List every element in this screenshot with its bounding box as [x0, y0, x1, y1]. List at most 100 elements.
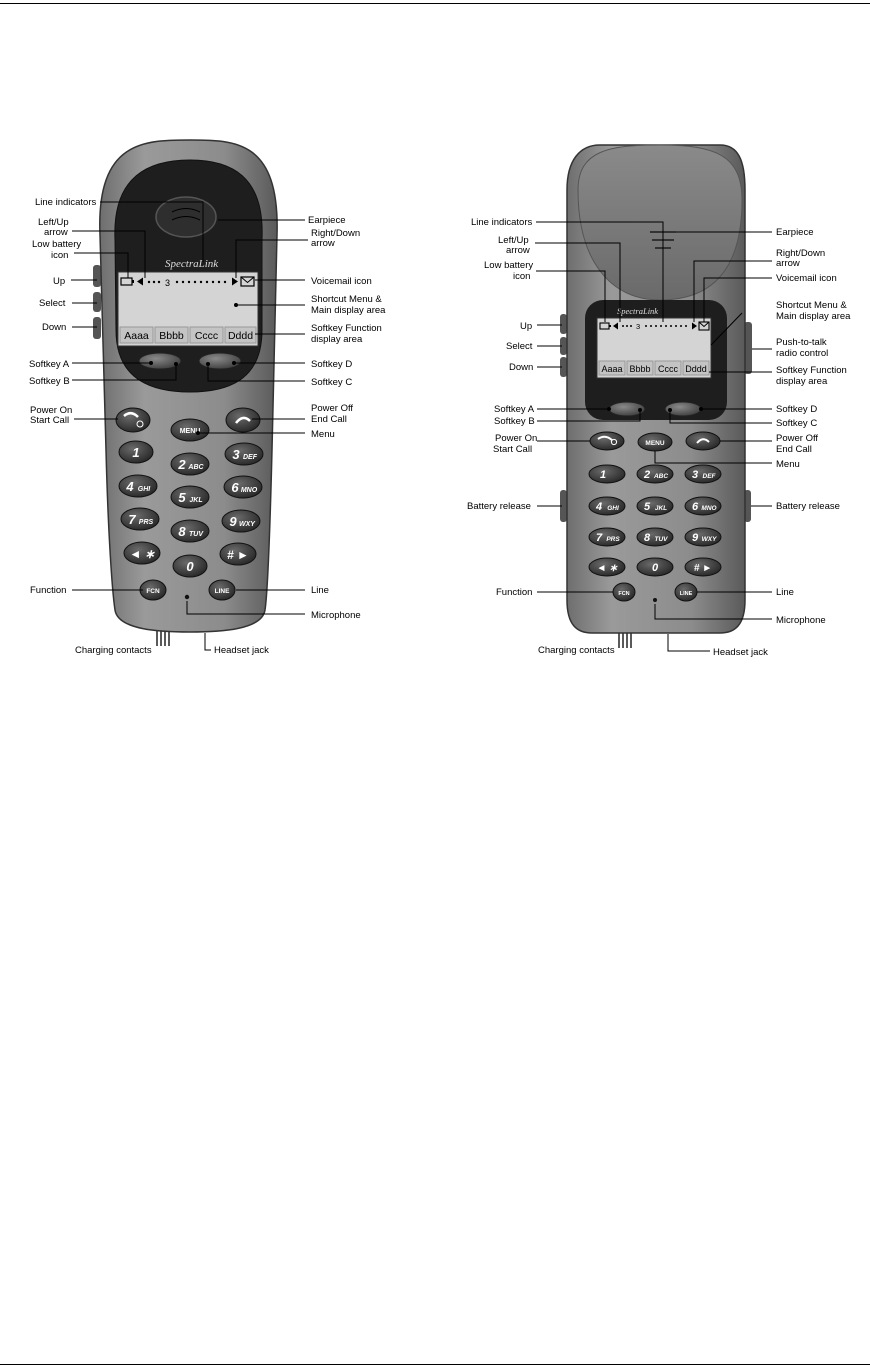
key-5-letters-2: JKL — [655, 505, 667, 512]
line-key[interactable] — [208, 579, 236, 601]
select-side-button[interactable] — [93, 292, 101, 312]
key-8-letters: TUV — [189, 531, 204, 538]
key-2-2[interactable] — [636, 464, 674, 484]
key-6[interactable] — [223, 475, 263, 499]
key-3-letters-2: DEF — [703, 473, 717, 480]
key-hash-2[interactable] — [684, 557, 722, 577]
key-hash[interactable] — [219, 542, 257, 566]
key-0-2[interactable] — [636, 557, 674, 577]
key-4-2[interactable] — [588, 496, 626, 516]
key-0-label-2: 0 — [652, 562, 659, 574]
key-2-letters-2: ABC — [653, 473, 668, 480]
down-side-button-2[interactable] — [560, 357, 567, 377]
label-low-battery-p2: Low battery — [484, 260, 533, 271]
top-rule — [0, 3, 870, 4]
power-on-button[interactable] — [115, 407, 151, 433]
label-power-on-p2: Power On — [495, 433, 537, 444]
phone-1: SpectraLink 3 Aaaa Bbbb Cccc Dddd — [29, 139, 386, 656]
key-8-2[interactable] — [636, 527, 674, 547]
select-side-button-2[interactable] — [560, 337, 567, 355]
label-power-off-2: End Call — [311, 414, 347, 425]
fcn-key-label: FCN — [146, 588, 160, 595]
label-softkey-a: Softkey A — [29, 359, 70, 370]
label-softkey-a-p2: Softkey A — [494, 404, 535, 415]
microphone-hole-1 — [184, 594, 190, 600]
key-9-letters-2: WXY — [702, 536, 717, 543]
key-6-2[interactable] — [684, 496, 722, 516]
key-8[interactable] — [170, 519, 210, 543]
lcd-status-row-1: 3 — [120, 276, 255, 288]
menu-button[interactable] — [170, 418, 210, 442]
power-off-button-2[interactable] — [685, 431, 721, 451]
key-9[interactable] — [221, 509, 261, 533]
label-down-p2: Down — [509, 362, 533, 373]
key-3-label-2: 3 — [692, 469, 698, 481]
softkey-label-d-2: Dddd — [685, 364, 707, 374]
label-left-up-arrow: Left/Up — [38, 217, 69, 228]
label-power-on: Power On — [30, 405, 72, 416]
softkey-left-button[interactable] — [138, 352, 182, 370]
key-3-label: 3 — [232, 447, 240, 462]
left-up-arrow-icon-2 — [613, 322, 618, 330]
label-shortcut-menu-2-p2: Main display area — [776, 311, 851, 322]
key-4-letters: GHI — [138, 486, 152, 493]
key-4-label: 4 — [125, 479, 134, 494]
label-headset-jack-p2: Headset jack — [713, 647, 768, 658]
key-1[interactable] — [118, 440, 154, 464]
label-softkey-function-2-p2: display area — [776, 376, 828, 387]
key-8-letters-2: TUV — [655, 536, 669, 543]
key-5[interactable] — [170, 485, 210, 509]
key-4-label-2: 4 — [595, 501, 602, 513]
label-softkey-b: Softkey B — [29, 376, 70, 387]
line-key-label: LINE — [215, 588, 230, 595]
key-9-label-2: 9 — [692, 532, 699, 544]
battery-release-left-button[interactable] — [560, 490, 567, 522]
key-1-2[interactable] — [588, 464, 626, 484]
label-softkey-d-p2: Softkey D — [776, 404, 817, 415]
label-headset-jack: Headset jack — [214, 645, 269, 656]
key-7-label-2: 7 — [596, 532, 603, 544]
callout-labels-1: Line indicators Left/Up arrow Low batter… — [29, 197, 386, 656]
label-select-p2: Select — [506, 341, 533, 352]
key-7-2[interactable] — [588, 527, 626, 547]
up-side-button-2[interactable] — [560, 314, 567, 334]
down-side-button[interactable] — [93, 317, 101, 339]
label-softkey-function-p2: Softkey Function — [776, 365, 847, 376]
key-5-2[interactable] — [636, 496, 674, 516]
label-left-up-arrow-2: arrow — [44, 227, 68, 238]
power-on-button-2[interactable] — [589, 431, 625, 451]
key-2-label-2: 2 — [643, 469, 650, 481]
key-2[interactable] — [170, 452, 210, 476]
key-5-letters: JKL — [189, 497, 202, 504]
keypad-2: 1 2 ABC 3 DEF 4 GHI 5 JKL 6 MNO 7 PRS 8 … — [588, 464, 722, 602]
key-3[interactable] — [224, 442, 264, 466]
key-star-2[interactable] — [588, 557, 626, 577]
key-7[interactable] — [120, 507, 160, 531]
right-down-arrow-icon-2 — [692, 322, 697, 330]
label-softkey-function: Softkey Function — [311, 323, 382, 334]
key-star[interactable] — [123, 541, 161, 565]
label-low-battery-2: icon — [51, 250, 68, 261]
key-4[interactable] — [118, 474, 158, 498]
up-side-button[interactable] — [93, 265, 101, 287]
key-3-2[interactable] — [684, 464, 722, 484]
label-line-indicators: Line indicators — [35, 197, 97, 208]
key-3-letters: DEF — [243, 454, 258, 461]
handset-on-icon-2 — [597, 435, 613, 441]
label-battery-release-right: Battery release — [776, 501, 840, 512]
power-off-button[interactable] — [225, 407, 261, 433]
leader-lines-1 — [71, 201, 308, 651]
label-power-off-p2: Power Off — [776, 433, 818, 444]
softkey-label-d: Dddd — [228, 330, 253, 342]
label-voicemail: Voicemail icon — [311, 276, 372, 287]
label-low-battery: Low battery — [32, 239, 81, 250]
label-down: Down — [42, 322, 66, 333]
softkey-right-button[interactable] — [198, 352, 242, 370]
push-to-talk-button[interactable] — [744, 322, 752, 374]
label-line-p2: Line — [776, 587, 794, 598]
key-0[interactable] — [172, 554, 208, 578]
label-microphone: Microphone — [311, 610, 361, 621]
callout-labels-2: Line indicators Left/Up arrow Low batter… — [467, 217, 851, 658]
key-9-2[interactable] — [684, 527, 722, 547]
key-4-letters-2: GHI — [607, 505, 619, 512]
